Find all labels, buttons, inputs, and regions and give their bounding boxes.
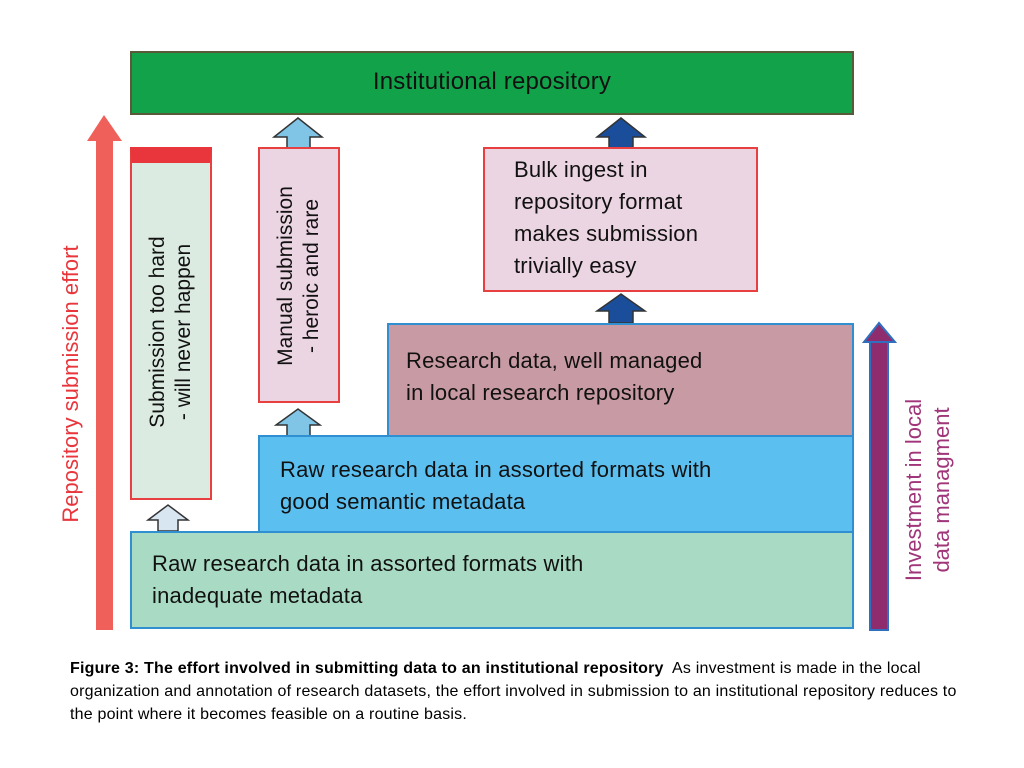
investment-arrow bbox=[861, 321, 898, 631]
figure-caption: Figure 3: The effort involved in submitt… bbox=[70, 657, 960, 726]
manual-submission-text: Manual submission - heroic and rare bbox=[274, 186, 323, 366]
raw-inadequate-text: Raw research data in assorted formats wi… bbox=[152, 551, 584, 608]
bulk-ingest-text: Bulk ingest in repository format makes s… bbox=[514, 157, 699, 278]
up-arrow-manual-lower bbox=[273, 408, 323, 437]
investment-label: Investment in local data managment bbox=[901, 398, 954, 582]
up-arrow-manual-upper bbox=[271, 117, 325, 149]
repository-effort-arrow bbox=[87, 115, 122, 630]
manual-submission-box bbox=[258, 147, 340, 403]
up-arrow-bulk-lower bbox=[594, 293, 648, 324]
up-arrow-too-hard bbox=[145, 504, 191, 532]
institutional-repository-box bbox=[130, 51, 854, 115]
caption-title: Figure 3: The effort involved in submitt… bbox=[70, 660, 664, 677]
research-managed-text: Research data, well managed in local res… bbox=[406, 348, 703, 405]
too-hard-text: Submission too hard - will never happen bbox=[146, 236, 195, 428]
caption-body: As investment is made in the local organ… bbox=[70, 660, 957, 723]
research-managed-box bbox=[387, 323, 854, 437]
bulk-ingest-box bbox=[483, 147, 758, 292]
institutional-repository-label: Institutional repository bbox=[372, 68, 612, 95]
up-arrow-bulk-upper bbox=[594, 117, 648, 149]
repository-effort-label: Repository submission effort bbox=[58, 245, 83, 523]
too-hard-box bbox=[130, 147, 212, 500]
raw-good-metadata-box bbox=[258, 435, 854, 533]
raw-good-metadata-text: Raw research data in assorted formats wi… bbox=[280, 457, 712, 514]
